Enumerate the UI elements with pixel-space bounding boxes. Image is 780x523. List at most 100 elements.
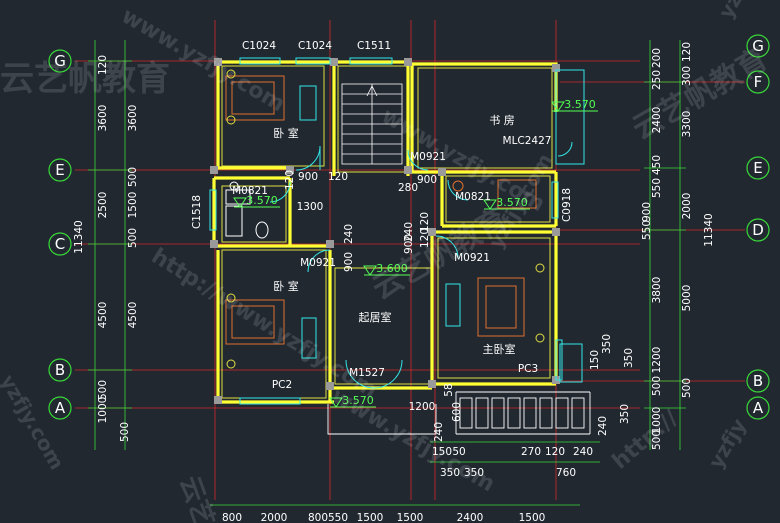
dimension-text: 900	[403, 234, 415, 254]
opening-label: C1518	[191, 195, 203, 229]
dimension-text: 120	[419, 228, 431, 248]
dimension-text: 11340	[73, 220, 85, 253]
grid-label: G	[54, 52, 66, 70]
dimension-text: 350	[623, 348, 635, 368]
opening-label: M0921	[300, 257, 336, 269]
level-triangle	[551, 101, 565, 112]
dimension-text: 4500	[97, 302, 109, 329]
dimension-text: 500	[127, 228, 139, 248]
dimension-text: 3300	[681, 111, 693, 138]
room-label: 主卧室	[483, 342, 516, 356]
level-mark: 3.570	[496, 196, 528, 209]
grid-label: E	[753, 159, 762, 177]
dimension-text: 500	[651, 430, 663, 450]
level-triangle	[483, 199, 497, 210]
dimension-text: 500	[681, 378, 693, 398]
dimension-text: 900	[641, 202, 653, 222]
dimension-text: 350	[464, 467, 484, 479]
dimension-text: 1500	[127, 192, 139, 219]
watermark-text: yzfjy.com	[0, 371, 69, 474]
dimension-text: 900	[298, 171, 318, 183]
dimension-text: 300	[681, 66, 693, 86]
grid-bubbles-left: G E C B A	[48, 49, 72, 420]
level-mark: 3.600	[376, 262, 408, 275]
watermark-text: 云艺帆教育	[627, 42, 774, 147]
dimension-text: 150	[589, 350, 601, 370]
dimension-text: 4500	[127, 302, 139, 329]
dimension-text: 550	[328, 512, 348, 523]
grid-bubble	[48, 158, 72, 182]
dimension-text: 900	[343, 252, 355, 272]
dimension-text: 1000	[651, 407, 663, 434]
dimension-text: 1500	[519, 512, 546, 523]
dimension-text: 240	[433, 422, 445, 442]
room-label: 起居室	[359, 310, 392, 324]
dimension-text: 120	[97, 55, 109, 75]
grid-bubble	[746, 396, 770, 420]
dimension-text: 2400	[457, 512, 484, 523]
level-mark: 3.570	[564, 98, 596, 111]
grid-label: D	[752, 221, 764, 239]
dimension-text: 500	[119, 422, 131, 442]
dimension-text: 500	[651, 376, 663, 396]
dimension-text: 450	[651, 155, 663, 175]
opening-label: C1024	[242, 40, 276, 52]
dimension-text: 11340	[703, 213, 715, 246]
opening-label: PC2	[272, 379, 292, 391]
dimension-text: 200	[651, 48, 663, 68]
grid-label: E	[55, 161, 64, 179]
opening-label: MLC2427	[503, 135, 552, 147]
grid-label: B	[753, 372, 763, 390]
opening-label: M0821	[455, 191, 491, 203]
dimension-text: 350	[440, 467, 460, 479]
walls	[212, 60, 558, 404]
grid-bubble	[746, 369, 770, 393]
level-mark: 3.570	[246, 194, 278, 207]
watermark-text: 云艺	[173, 472, 219, 523]
grid-label: C	[55, 235, 65, 253]
dimension-text: 1500	[357, 512, 384, 523]
opening-label: C1024	[298, 40, 332, 52]
dimension-text: 2500	[97, 192, 109, 219]
grid-label: A	[55, 399, 66, 417]
grid-bubble	[746, 156, 770, 180]
grid-bubble	[746, 34, 770, 58]
level-triangle	[363, 265, 377, 276]
windows	[209, 57, 585, 405]
dimension-text: 240	[403, 222, 415, 242]
grid-bubble	[48, 396, 72, 420]
dimension-text: 500	[127, 167, 139, 187]
dimension-text: 280	[398, 182, 418, 194]
staircase	[341, 83, 403, 165]
level-triangle	[233, 197, 247, 208]
watermark-text: 云艺帆教育	[0, 59, 170, 99]
dimension-text: 120	[545, 446, 565, 458]
grid-label: B	[55, 361, 65, 379]
dimension-text: 1200	[409, 401, 436, 413]
opening-label: PC3	[518, 363, 538, 375]
dimension-text: 600	[451, 402, 463, 422]
grid-label: A	[753, 399, 764, 417]
dimension-text: 350	[619, 404, 631, 424]
dimension-text: 58	[443, 383, 455, 396]
dimension-text: 240	[573, 446, 593, 458]
dimension-text: 1500	[397, 512, 424, 523]
dimension-text: 1300	[297, 201, 324, 213]
grid-label: G	[752, 37, 764, 55]
columns	[210, 58, 560, 404]
dimension-text: 350	[601, 334, 613, 354]
opening-label: M1527	[349, 367, 385, 379]
dimension-text: 150	[432, 446, 452, 458]
level-mark-triangles	[233, 101, 598, 408]
dimension-text: 2000	[681, 193, 693, 220]
dimension-text: 2400	[651, 107, 663, 134]
grid-bubble	[48, 49, 72, 73]
dimension-text: 550	[651, 178, 663, 198]
dimension-text: 800	[308, 512, 328, 523]
furniture	[225, 69, 545, 369]
opening-label: M0921	[454, 252, 490, 264]
